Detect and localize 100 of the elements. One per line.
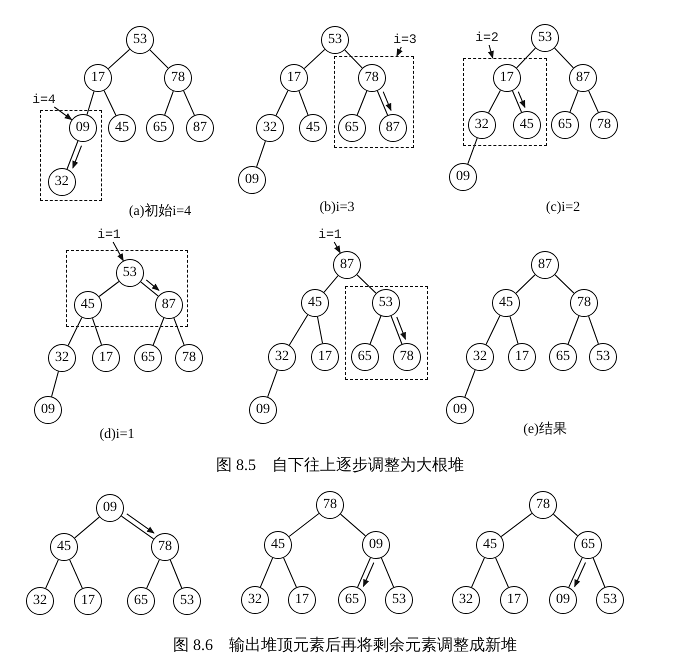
heap-node: 53 <box>116 258 144 287</box>
tree-edge <box>98 281 120 297</box>
tree-edge <box>569 90 579 112</box>
panel-label: (e)结果 <box>523 420 567 438</box>
dashed-frame <box>345 286 428 380</box>
heap-node: 78 <box>590 111 618 139</box>
heap-node: 17 <box>508 343 536 371</box>
panel-label: (d)i=1 <box>99 427 135 443</box>
heap-node: 45 <box>299 114 327 142</box>
heap-node: 32 <box>48 168 76 196</box>
tree-edge <box>471 558 485 588</box>
heap-node: 09 <box>449 163 477 191</box>
heap-node: 65 <box>338 586 366 614</box>
heap-node: 32 <box>268 343 296 371</box>
heap-node: 17 <box>280 64 308 92</box>
heap-node: 65 <box>549 343 577 371</box>
tree-edge <box>276 90 288 116</box>
heap-node: 65 <box>350 342 379 371</box>
tree-edge <box>486 315 500 345</box>
heap-node: 45 <box>512 110 541 139</box>
panel-label: (c)i=2 <box>546 200 580 216</box>
heap-node: 32 <box>466 343 494 371</box>
heap-node: 78 <box>151 533 179 561</box>
heap-node: 32 <box>468 110 496 139</box>
heap-node: 17 <box>500 586 528 614</box>
heap-node: 32 <box>26 587 54 615</box>
swap-arrow <box>382 91 392 112</box>
heap-node: 32 <box>256 114 284 142</box>
tree-edge <box>92 318 102 345</box>
swap-arrow <box>574 562 586 588</box>
tree-edge <box>298 90 309 116</box>
heap-node: 53 <box>321 26 349 54</box>
dashed-frame <box>40 110 102 201</box>
heap-node: 53 <box>372 288 400 317</box>
heap-node: 87 <box>378 114 407 142</box>
tree-edge <box>553 514 578 536</box>
heap-node: 53 <box>531 24 559 52</box>
tree-edge <box>69 560 83 588</box>
heap-node: 32 <box>241 586 269 614</box>
heap-node: 65 <box>134 344 162 372</box>
tree-edge <box>356 274 376 294</box>
heap-node: 53 <box>596 586 624 614</box>
tree-edge <box>68 317 82 346</box>
heap-node: 09 <box>96 494 124 522</box>
tree-edge <box>357 558 371 588</box>
tree-edge <box>588 90 599 112</box>
heap-node: 09 <box>68 114 97 142</box>
heap-node: 17 <box>84 64 112 92</box>
tree-edge <box>104 90 116 116</box>
heap-node: 78 <box>164 64 192 92</box>
heap-node: 45 <box>50 533 78 561</box>
tree-edge <box>164 91 174 115</box>
leader-arrow <box>396 46 403 57</box>
heap-node: 09 <box>362 531 390 559</box>
tree-edge <box>344 50 363 68</box>
tree-edge <box>256 141 266 167</box>
heap-node: 78 <box>529 491 557 519</box>
tree-edge <box>464 370 476 398</box>
heap-node: 09 <box>34 396 62 424</box>
tree-edge <box>152 318 164 346</box>
heap-node: 65 <box>127 587 155 615</box>
heap-node: 17 <box>92 344 120 372</box>
index-label: i=4 <box>30 92 58 107</box>
heap-node: 17 <box>311 343 339 371</box>
heap-node: 53 <box>173 587 201 615</box>
tree-edge <box>108 49 130 69</box>
tree-edge <box>51 371 59 397</box>
tree-edge <box>509 316 519 344</box>
tree-edge <box>324 275 338 293</box>
figure-caption: 图 8.5 自下往上逐步调整为大根堆 <box>216 456 464 476</box>
heap-node: 17 <box>74 587 102 615</box>
heap-node: 45 <box>301 289 329 317</box>
tree-edge <box>173 318 185 346</box>
tree-edge <box>340 514 366 536</box>
tree-edge <box>592 558 606 588</box>
heap-node: 87 <box>531 251 559 279</box>
tree-edge <box>170 560 182 588</box>
tree-edge <box>183 90 195 116</box>
heap-node: 09 <box>549 586 577 614</box>
tree-edge <box>554 48 574 68</box>
heap-node: 78 <box>570 289 598 317</box>
leader-arrow <box>112 242 124 262</box>
heap-node: 09 <box>446 396 474 424</box>
dashed-frame <box>334 56 414 148</box>
tree-edge <box>288 314 308 346</box>
tree-edge <box>288 513 320 537</box>
tree-edge <box>568 316 580 344</box>
tree-edge <box>316 316 324 344</box>
tree-edge <box>376 90 388 116</box>
heap-node: 78 <box>392 342 421 371</box>
heap-node: 78 <box>316 491 344 519</box>
heap-node: 53 <box>385 586 413 614</box>
tree-edge <box>66 140 78 170</box>
tree-edge <box>267 370 278 397</box>
tree-edge <box>516 274 536 294</box>
heap-node: 45 <box>476 531 504 559</box>
tree-edge <box>380 558 394 588</box>
tree-edge <box>45 560 59 588</box>
heap-node: 78 <box>358 64 386 92</box>
heap-node: 65 <box>551 111 579 139</box>
